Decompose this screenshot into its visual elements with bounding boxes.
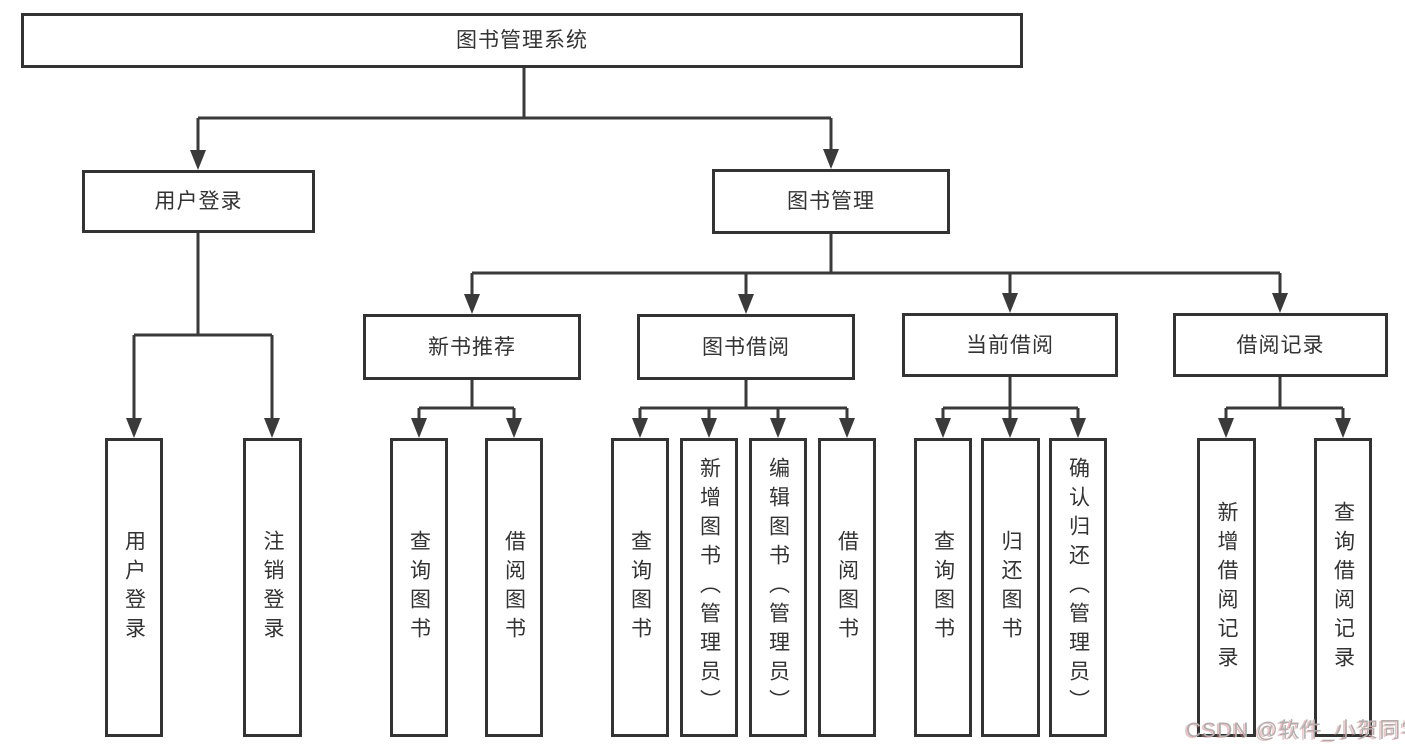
node-leaf-cur-return-label: 归还图书 [999, 529, 1022, 646]
node-leaf-bw-add: 新增图书（管理员） [680, 438, 738, 737]
node-records-label: 借阅记录 [1236, 333, 1325, 357]
arrow-bw-edit [770, 418, 786, 438]
node-leaf-rec-add: 新增借阅记录 [1197, 438, 1256, 737]
node-leaf-cur-confirm-label: 确认归还（管理员） [1066, 457, 1090, 718]
node-current-label: 当前借阅 [966, 333, 1054, 357]
arrow-bw-query [632, 418, 648, 438]
node-book-mgmt-label: 图书管理 [787, 190, 875, 213]
node-leaf-rec-query: 查询借阅记录 [1314, 438, 1372, 737]
node-leaf-nb-query-label: 查询图书 [407, 529, 431, 646]
node-leaf-user-login: 用户登录 [105, 438, 163, 737]
node-leaf-logout: 注销登录 [243, 438, 302, 737]
node-leaf-nb-query: 查询图书 [390, 438, 448, 737]
node-current: 当前借阅 [902, 313, 1118, 377]
connector-new-books [417, 380, 516, 420]
node-leaf-nb-borrow: 借阅图书 [485, 438, 543, 737]
node-user-login: 用户登录 [82, 170, 315, 233]
node-leaf-user-login-label: 用户登录 [122, 529, 146, 646]
connector-borrow [638, 380, 849, 420]
connector-current [941, 377, 1080, 420]
arrow-bw-add [701, 418, 717, 438]
connector-book-mgmt [470, 234, 1282, 296]
node-leaf-bw-edit: 编辑图书（管理员） [749, 438, 807, 737]
node-leaf-bw-add-label: 新增图书（管理员） [697, 457, 721, 718]
node-new-books: 新书推荐 [363, 314, 581, 380]
arrow-book-mgmt [823, 149, 839, 169]
node-leaf-cur-query-label: 查询图书 [931, 529, 955, 646]
csdn-watermark: CSDN @软件_小贺同学 [1186, 719, 1405, 742]
node-borrow: 图书借阅 [637, 314, 855, 380]
node-root-label: 图书管理系统 [456, 29, 588, 52]
connector-records [1224, 377, 1345, 420]
arrow-bw-borrow [839, 418, 855, 438]
node-leaf-bw-query-label: 查询图书 [628, 529, 652, 646]
node-user-login-label: 用户登录 [154, 190, 243, 213]
node-records: 借阅记录 [1173, 313, 1388, 377]
arrow-cur-return [1002, 418, 1018, 438]
arrow-user-login [190, 150, 206, 170]
arrow-user-login-v [126, 418, 142, 438]
node-leaf-bw-edit-label: 编辑图书（管理员） [766, 457, 790, 718]
node-leaf-logout-label: 注销登录 [261, 529, 284, 646]
arrow-rec-add [1218, 418, 1234, 438]
node-leaf-bw-borrow: 借阅图书 [818, 438, 876, 737]
arrow-rec-query [1335, 418, 1351, 438]
connector-user-login [132, 233, 274, 420]
node-leaf-bw-borrow-label: 借阅图书 [835, 529, 859, 646]
arrow-cur-query [935, 418, 951, 438]
node-book-mgmt: 图书管理 [712, 169, 950, 234]
node-new-books-label: 新书推荐 [428, 335, 516, 359]
arrow-current [1002, 293, 1018, 313]
arrow-new-books [464, 294, 480, 314]
node-leaf-cur-confirm: 确认归还（管理员） [1049, 438, 1107, 737]
arrow-logout [264, 418, 280, 438]
node-leaf-rec-query-label: 查询借阅记录 [1331, 500, 1355, 675]
connector-root [196, 68, 833, 152]
arrow-nb-query [411, 418, 427, 438]
node-leaf-rec-add-label: 新增借阅记录 [1215, 500, 1238, 675]
node-leaf-nb-borrow-label: 借阅图书 [502, 529, 526, 646]
arrow-cur-confirm [1070, 418, 1086, 438]
arrow-nb-borrow [506, 418, 522, 438]
node-leaf-bw-query: 查询图书 [611, 438, 669, 737]
arrow-borrow [738, 294, 754, 314]
node-leaf-cur-query: 查询图书 [914, 438, 972, 737]
node-borrow-label: 图书借阅 [702, 335, 790, 359]
node-root: 图书管理系统 [21, 13, 1023, 68]
node-leaf-cur-return: 归还图书 [981, 438, 1040, 737]
arrow-records [1272, 293, 1288, 313]
